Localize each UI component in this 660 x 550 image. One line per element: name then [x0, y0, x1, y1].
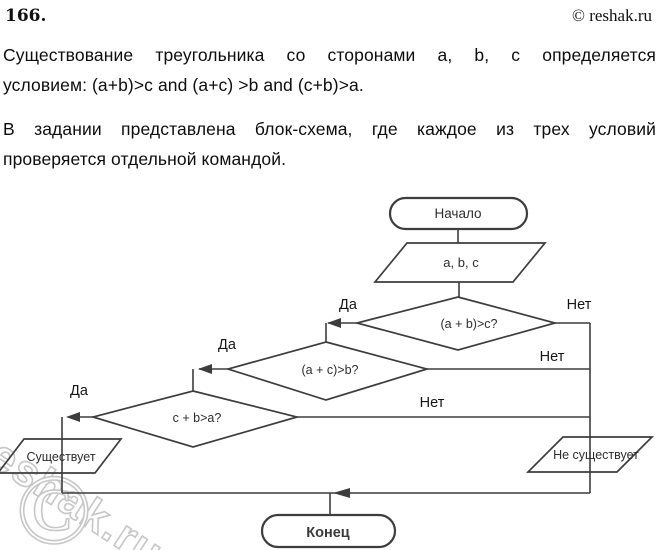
- arrowhead-merge: [333, 488, 350, 498]
- decision-3-diamond: [89, 390, 301, 448]
- problem-statement: Существование треугольника со сторонами …: [3, 40, 656, 100]
- not-exists-label: Не существует: [553, 448, 639, 462]
- statement-line-1: Существование треугольника со сторонами …: [3, 45, 656, 65]
- yes-label-2: Да: [218, 337, 237, 353]
- end-label: Конец: [306, 525, 350, 541]
- exists-parallelogram: [0, 438, 123, 474]
- decision-2-diamond: [225, 341, 431, 401]
- yes-label-3: Да: [70, 383, 89, 399]
- decision-1-label: (a + b)>c?: [441, 317, 498, 331]
- task-line-2: проверяется отдельной командой.: [3, 149, 287, 169]
- input-parallelogram: [373, 242, 547, 283]
- yes-label-1: Да: [339, 297, 358, 313]
- task-description: В задании представлена блок-схема, где к…: [3, 114, 656, 174]
- not-exists-parallelogram: [525, 436, 655, 473]
- no-label-2: Нет: [540, 349, 565, 365]
- exists-label: Существует: [26, 450, 95, 464]
- copyright-notice: © reshak.ru: [572, 6, 652, 25]
- input-label: a, b, c: [443, 255, 479, 270]
- decision-2-label: (a + c)>b?: [302, 363, 359, 377]
- task-line-1: В задании представлена блок-схема, где к…: [3, 119, 656, 139]
- start-terminator: [388, 196, 529, 231]
- arrowhead-yes1: [327, 318, 341, 328]
- arrowhead-yes3: [66, 412, 80, 422]
- end-terminator: [260, 513, 397, 549]
- arrowhead-yes2: [198, 364, 212, 374]
- decision-1-diamond: [353, 296, 559, 351]
- start-label: Начало: [434, 206, 481, 221]
- problem-number: 166.: [5, 6, 47, 26]
- no-label-3: Нет: [420, 395, 445, 411]
- statement-line-2: условием: (a+b)>c and (a+c) >b and (c+b)…: [3, 75, 364, 95]
- no-label-1: Нет: [567, 297, 592, 313]
- decision-3-label: c + b>a?: [173, 411, 222, 425]
